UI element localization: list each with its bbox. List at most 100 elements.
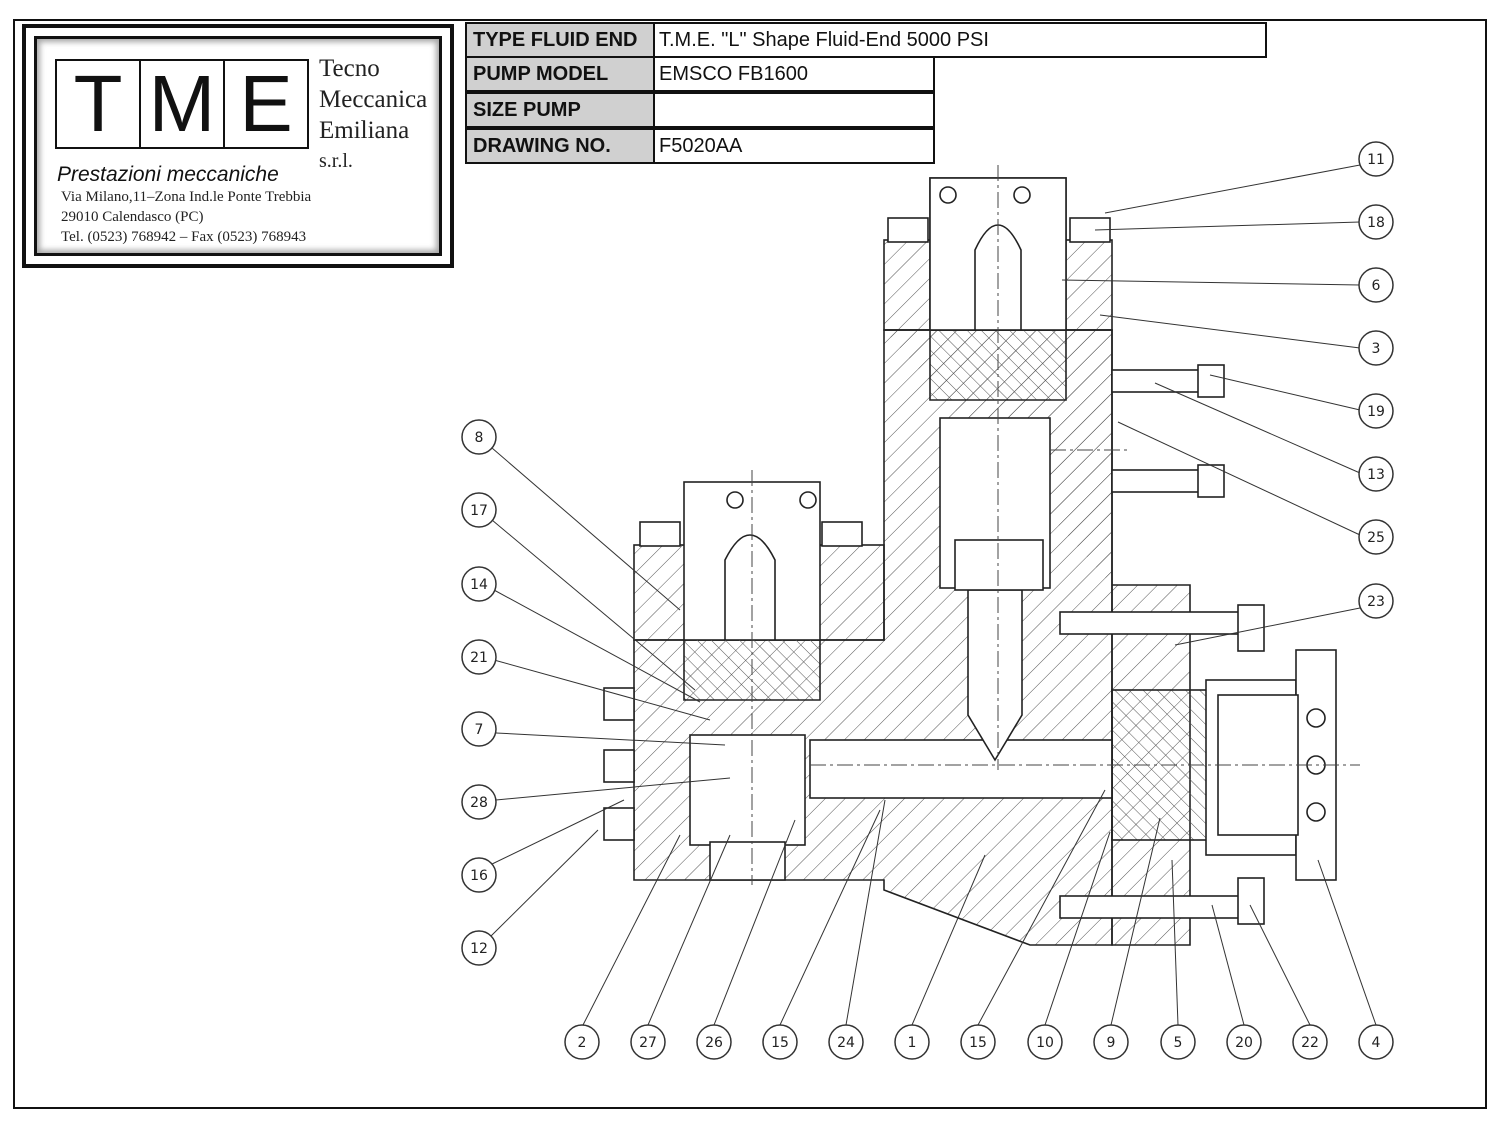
part-balloon-28: 28 [461, 784, 497, 820]
balloon-circle [1226, 1024, 1262, 1060]
title-row-size-pump: SIZE PUMP [465, 92, 935, 128]
company-tagline: Prestazioni meccaniche [57, 163, 279, 186]
title-value: F5020AA [655, 128, 935, 164]
part-balloon-26: 26 [696, 1024, 732, 1060]
tme-letter-boxes: T M E [55, 59, 309, 149]
balloon-number: 28 [470, 795, 488, 811]
balloon-number: 10 [1036, 1035, 1054, 1051]
balloon-circle [461, 639, 497, 675]
address-line: Tel. (0523) 768942 – Fax (0523) 768943 [61, 229, 307, 245]
balloon-circle [1358, 456, 1394, 492]
balloon-number: 23 [1367, 594, 1385, 610]
part-balloon-24: 24 [828, 1024, 864, 1060]
part-balloon-13: 13 [1358, 456, 1394, 492]
balloon-number: 7 [475, 722, 484, 738]
balloon-number: 21 [470, 650, 488, 666]
part-balloon-14: 14 [461, 566, 497, 602]
balloon-circle [1358, 204, 1394, 240]
logo-letter: E [223, 59, 309, 149]
part-balloon-8: 8 [461, 419, 497, 455]
leader-lines [489, 164, 1377, 1026]
part-balloon-23: 23 [1358, 583, 1394, 619]
title-value [655, 92, 935, 128]
balloon-number: 26 [705, 1035, 723, 1051]
balloon-number: 8 [475, 430, 484, 446]
company-line: Emiliana [319, 117, 410, 144]
part-balloon-6: 6 [1358, 267, 1394, 303]
balloon-circle [1160, 1024, 1196, 1060]
part-balloon-10: 10 [1027, 1024, 1063, 1060]
balloon-number: 1 [908, 1035, 917, 1051]
title-row-type-fluid-end: TYPE FLUID END T.M.E. "L" Shape Fluid-En… [465, 22, 1267, 58]
part-balloon-1: 1 [894, 1024, 930, 1060]
balloon-circle [696, 1024, 732, 1060]
balloon-number: 12 [470, 941, 488, 957]
balloon-circle [1358, 1024, 1394, 1060]
balloon-circle [1358, 519, 1394, 555]
company-line: Meccanica [319, 86, 428, 113]
part-balloon-22: 22 [1292, 1024, 1328, 1060]
part-balloon-20: 20 [1226, 1024, 1262, 1060]
company-name: Tecno Meccanica Emiliana s.r.l. [319, 53, 427, 177]
part-balloon-16: 16 [461, 857, 497, 893]
balloon-circle [461, 857, 497, 893]
balloon-number: 24 [837, 1035, 855, 1051]
title-value: T.M.E. "L" Shape Fluid-End 5000 PSI [655, 22, 1267, 58]
balloon-circle [1358, 267, 1394, 303]
balloon-number: 3 [1372, 341, 1381, 357]
balloon-circle [461, 784, 497, 820]
part-balloon-15: 15 [762, 1024, 798, 1060]
balloon-circle [564, 1024, 600, 1060]
company-line: Tecno [319, 55, 380, 82]
balloon-circle [461, 930, 497, 966]
balloon-circle [630, 1024, 666, 1060]
title-row-drawing-no: DRAWING NO. F5020AA [465, 128, 935, 164]
balloon-circle [762, 1024, 798, 1060]
company-logo-block: T M E Tecno Meccanica Emiliana s.r.l. Pr… [22, 24, 454, 268]
part-balloon-21: 21 [461, 639, 497, 675]
balloon-number: 16 [470, 868, 488, 884]
part-balloon-27: 27 [630, 1024, 666, 1060]
balloon-circle [960, 1024, 996, 1060]
part-balloon-15: 15 [960, 1024, 996, 1060]
balloon-number: 22 [1301, 1035, 1319, 1051]
balloon-circle [1292, 1024, 1328, 1060]
part-balloon-3: 3 [1358, 330, 1394, 366]
balloon-circle [1358, 583, 1394, 619]
balloon-number: 2 [578, 1035, 587, 1051]
balloon-circle [1093, 1024, 1129, 1060]
balloon-circle [461, 492, 497, 528]
part-balloon-11: 11 [1358, 141, 1394, 177]
part-balloon-18: 18 [1358, 204, 1394, 240]
balloon-circle [1358, 141, 1394, 177]
balloon-number: 19 [1367, 404, 1385, 420]
logo-frame: T M E Tecno Meccanica Emiliana s.r.l. Pr… [34, 36, 442, 256]
balloon-number: 27 [639, 1035, 657, 1051]
balloon-number: 6 [1372, 278, 1381, 294]
part-balloon-19: 19 [1358, 393, 1394, 429]
balloon-number: 17 [470, 503, 488, 519]
balloon-number: 9 [1107, 1035, 1116, 1051]
part-balloon-5: 5 [1160, 1024, 1196, 1060]
title-label: DRAWING NO. [465, 128, 655, 164]
center-lines [751, 165, 1360, 885]
balloon-circle [461, 711, 497, 747]
address-line: 29010 Calendasco (PC) [61, 209, 204, 225]
balloon-number: 13 [1367, 467, 1385, 483]
part-balloon-2: 2 [564, 1024, 600, 1060]
part-balloon-12: 12 [461, 930, 497, 966]
balloon-number: 18 [1367, 215, 1385, 231]
balloon-number: 15 [771, 1035, 789, 1051]
title-label: TYPE FLUID END [465, 22, 655, 58]
balloon-circle [461, 566, 497, 602]
balloon-number: 11 [1367, 152, 1385, 168]
title-row-pump-model: PUMP MODEL EMSCO FB1600 [465, 56, 935, 92]
part-balloon-17: 17 [461, 492, 497, 528]
title-value: EMSCO FB1600 [655, 56, 935, 92]
balloon-circle [828, 1024, 864, 1060]
balloon-circle [1358, 330, 1394, 366]
balloon-number: 15 [969, 1035, 987, 1051]
